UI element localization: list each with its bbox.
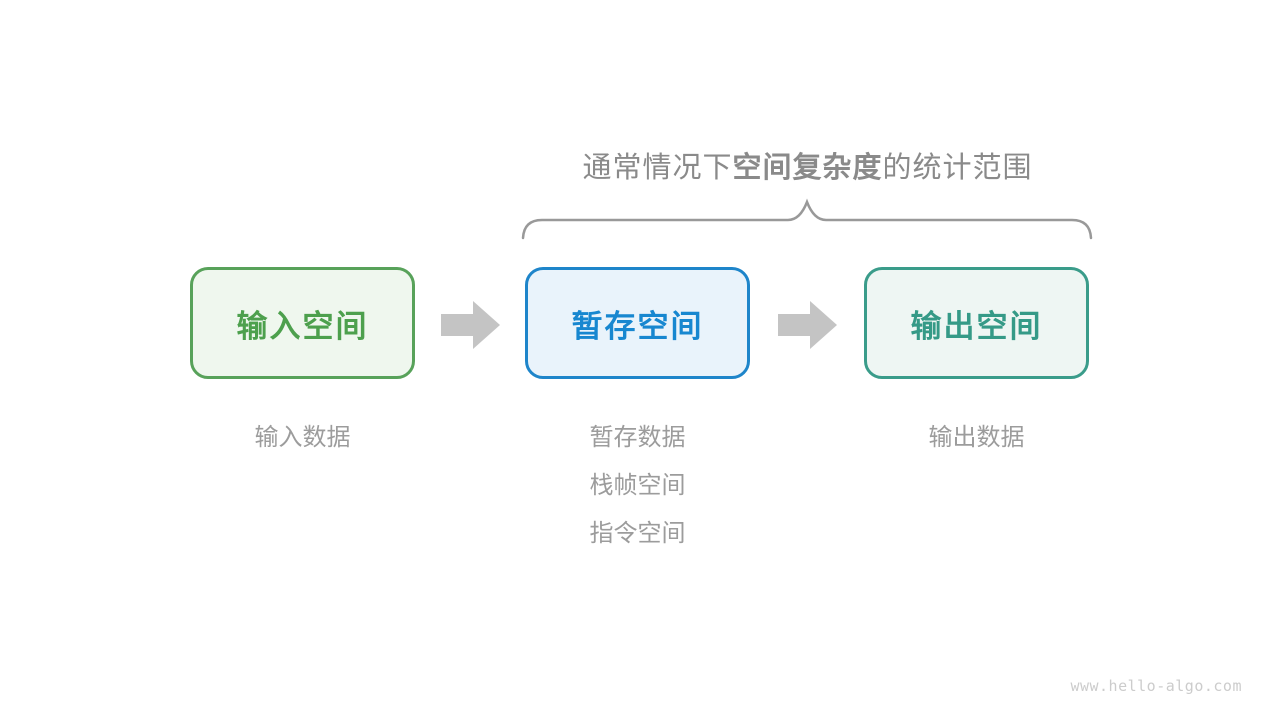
- title-prefix: 通常情况下: [582, 152, 733, 184]
- title-suffix: 的统计范围: [882, 152, 1033, 184]
- title-emphasis: 空间复杂度: [732, 152, 883, 184]
- note-line-output-data: 输出数据: [928, 424, 1025, 451]
- note-output: 输出数据: [864, 414, 1089, 462]
- watermark: www.hello-algo.com: [1070, 677, 1242, 695]
- arrow-right-shape: [441, 301, 500, 349]
- note-temp: 暂存数据 栈帧空间 指令空间: [525, 414, 750, 558]
- arrow-right-icon: [778, 301, 837, 349]
- arrow-right-shape: [778, 301, 837, 349]
- output-space-box: 输出空间: [864, 267, 1089, 379]
- note-line-input-data: 输入数据: [254, 424, 351, 451]
- input-space-box-label: 输入空间: [236, 308, 369, 344]
- arrow-right-icon: [441, 301, 500, 349]
- brace-icon: [521, 198, 1093, 240]
- diagram-title: 通常情况下空间复杂度的统计范围: [515, 144, 1100, 186]
- brace-path: [521, 198, 1093, 240]
- input-space-box: 输入空间: [190, 267, 415, 379]
- note-line-stack-frame: 栈帧空间: [589, 472, 686, 499]
- temp-space-box-label: 暂存空间: [571, 308, 704, 344]
- temp-space-box: 暂存空间: [525, 267, 750, 379]
- note-line-instruction: 指令空间: [589, 520, 686, 547]
- output-space-box-label: 输出空间: [910, 308, 1043, 344]
- note-input: 输入数据: [190, 414, 415, 462]
- note-line-temp-data: 暂存数据: [589, 424, 686, 451]
